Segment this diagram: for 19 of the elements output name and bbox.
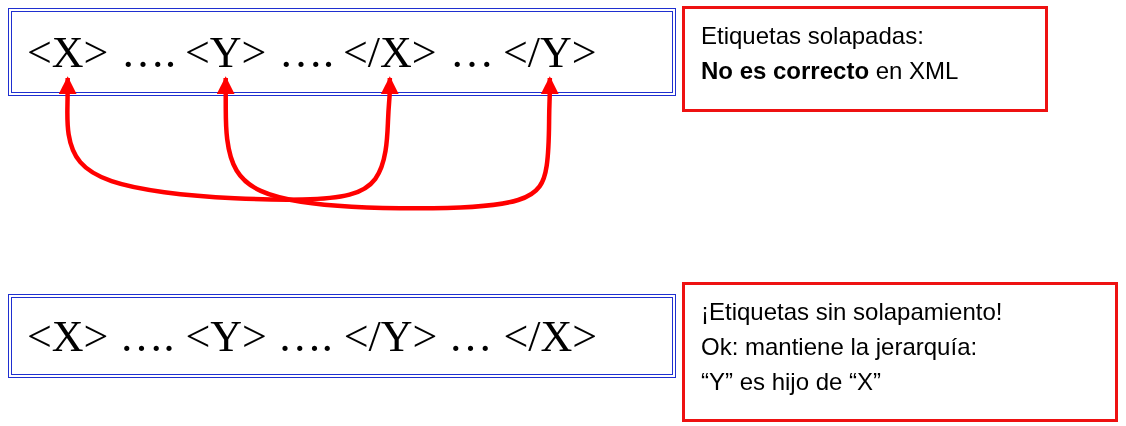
ellipsis: … [450,27,494,78]
note-text: Ok: mantiene la jerarquía: [701,331,979,362]
tag-sequence-text: <X> …. <Y> …. </Y> … </X> [27,310,598,362]
tag-sequence-box [8,294,676,378]
note-text: ¡Etiquetas sin solapamiento! [701,297,1004,327]
note-box [682,6,1048,112]
ellipsis: …. [279,27,334,78]
xml-tag: </X> [343,27,437,78]
xml-tag: <Y> [185,27,267,78]
ellipsis: …. [121,27,176,78]
tag-sequence-box [8,8,676,96]
double-headed-arrow [58,76,399,202]
xml-tag: <X> [27,27,109,78]
xml-tag: </Y> [503,27,597,78]
note-box [682,282,1118,422]
note-text: No es correcto en XML [701,55,960,86]
note-text: Etiquetas solapadas: [701,21,925,51]
double-headed-arrow [216,76,559,211]
note-text: “Y” es hijo de “X” [701,366,883,397]
